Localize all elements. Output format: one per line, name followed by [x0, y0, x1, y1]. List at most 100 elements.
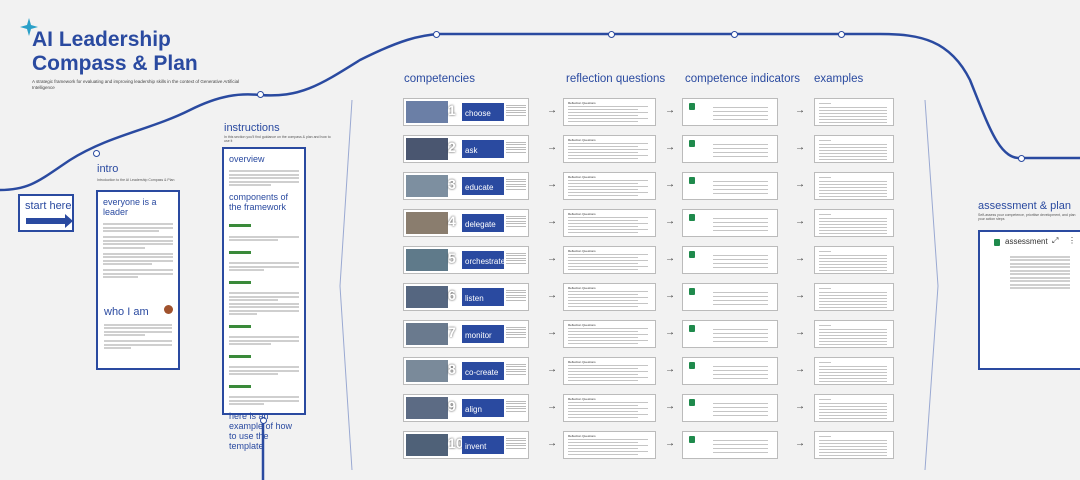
competency-number: 5	[448, 250, 456, 266]
example-card[interactable]	[814, 135, 894, 163]
competency-name: delegate	[465, 220, 496, 229]
indicator-card[interactable]	[682, 320, 778, 348]
instructions-heading: instructions	[224, 122, 280, 134]
col-head-competencies: competencies	[404, 73, 475, 85]
competency-photo	[406, 360, 448, 382]
path-node	[260, 417, 267, 424]
indicator-card[interactable]	[682, 172, 778, 200]
reflection-card[interactable]: Reflection Questions	[563, 135, 656, 163]
arrow-right-icon: →	[665, 142, 675, 153]
assessment-heading: assessment & plan	[978, 200, 1071, 212]
intro-panel-title: everyone is a leader	[103, 197, 157, 217]
components-title: components of the framework	[229, 192, 289, 212]
reflection-card-header: Reflection Questions	[568, 175, 596, 179]
example-card[interactable]	[814, 320, 894, 348]
competency-card[interactable]: 10 invent	[403, 431, 529, 459]
competency-photo	[406, 212, 448, 234]
spreadsheet-icon	[689, 288, 695, 295]
reflection-card[interactable]: Reflection Questions	[563, 357, 656, 385]
example-card[interactable]	[814, 209, 894, 237]
intro-panel: everyone is a leader who I am	[96, 190, 180, 370]
path-node	[93, 150, 100, 157]
competency-name: ask	[465, 146, 478, 155]
competency-card[interactable]: 9 align	[403, 394, 529, 422]
example-card[interactable]	[814, 357, 894, 385]
competency-card[interactable]: 2 ask	[403, 135, 529, 163]
reflection-card[interactable]: Reflection Questions	[563, 394, 656, 422]
competency-tag: choose	[462, 103, 504, 121]
reflection-card-header: Reflection Questions	[568, 360, 596, 364]
reflection-card[interactable]: Reflection Questions	[563, 209, 656, 237]
competency-name: monitor	[465, 331, 492, 340]
indicator-card[interactable]	[682, 209, 778, 237]
reflection-card-header: Reflection Questions	[568, 138, 596, 142]
reflection-card[interactable]: Reflection Questions	[563, 172, 656, 200]
indicator-card[interactable]	[682, 135, 778, 163]
indicator-card[interactable]	[682, 246, 778, 274]
example-card[interactable]	[814, 246, 894, 274]
example-card[interactable]	[814, 172, 894, 200]
competency-number: 9	[448, 398, 456, 414]
indicator-card[interactable]	[682, 357, 778, 385]
example-card[interactable]	[814, 283, 894, 311]
path-node	[608, 31, 615, 38]
arrow-right-icon: →	[665, 290, 675, 301]
example-card[interactable]	[814, 394, 894, 422]
competency-number: 10	[448, 435, 464, 451]
instructions-panel: overview components of the framework her…	[222, 147, 306, 451]
more-options-icon[interactable]: ⋮	[1068, 236, 1076, 245]
competency-tag: educate	[462, 177, 504, 195]
competency-card[interactable]: 5 orchestrate	[403, 246, 529, 274]
assessment-sheet-card[interactable]: assessment ⤢ ⋮	[978, 230, 1080, 370]
expand-icon[interactable]: ⤢	[1052, 236, 1059, 245]
reflection-card-header: Reflection Questions	[568, 397, 596, 401]
competency-photo	[406, 175, 448, 197]
competency-photo	[406, 101, 448, 123]
arrow-right-icon: →	[795, 179, 805, 190]
competency-photo	[406, 434, 448, 456]
arrow-right-icon: →	[665, 253, 675, 264]
reflection-card[interactable]: Reflection Questions	[563, 320, 656, 348]
page-title: AI Leadership Compass & Plan	[32, 28, 198, 75]
competency-card[interactable]: 3 educate	[403, 172, 529, 200]
competency-photo	[406, 138, 448, 160]
competency-card[interactable]: 7 monitor	[403, 320, 529, 348]
start-here-label: start here	[25, 200, 72, 212]
competency-number: 8	[448, 361, 456, 377]
indicator-card[interactable]	[682, 431, 778, 459]
arrow-right-icon: →	[547, 364, 557, 375]
path-node	[433, 31, 440, 38]
start-here-button[interactable]: start here	[18, 194, 74, 232]
reflection-card[interactable]: Reflection Questions	[563, 246, 656, 274]
arrow-right-icon: →	[547, 401, 557, 412]
competency-card[interactable]: 4 delegate	[403, 209, 529, 237]
competency-card[interactable]: 8 co-create	[403, 357, 529, 385]
assessment-sheet-label: assessment	[1005, 237, 1048, 246]
indicator-card[interactable]	[682, 394, 778, 422]
example-card[interactable]	[814, 98, 894, 126]
competency-name: orchestrate	[465, 257, 506, 266]
intro-heading: intro	[97, 163, 119, 175]
arrow-right-icon: →	[795, 290, 805, 301]
arrow-right-icon	[26, 214, 73, 228]
spreadsheet-icon	[994, 239, 1000, 246]
arrow-right-icon: →	[795, 105, 805, 116]
arrow-right-icon: →	[547, 253, 557, 264]
reflection-card[interactable]: Reflection Questions	[563, 283, 656, 311]
competency-tag: delegate	[462, 214, 504, 232]
reflection-card[interactable]: Reflection Questions	[563, 98, 656, 126]
assessment-subheading: Self-assess your competence, prioritise …	[978, 213, 1076, 221]
competency-name: listen	[465, 294, 484, 303]
competency-tag: monitor	[462, 325, 504, 343]
indicator-card[interactable]	[682, 98, 778, 126]
arrow-right-icon: →	[547, 142, 557, 153]
competency-card[interactable]: 1 choose	[403, 98, 529, 126]
competency-card[interactable]: 6 listen	[403, 283, 529, 311]
spreadsheet-icon	[689, 436, 695, 443]
spreadsheet-icon	[689, 140, 695, 147]
example-card[interactable]	[814, 431, 894, 459]
spreadsheet-icon	[689, 325, 695, 332]
competency-name: align	[465, 405, 482, 414]
reflection-card[interactable]: Reflection Questions	[563, 431, 656, 459]
indicator-card[interactable]	[682, 283, 778, 311]
